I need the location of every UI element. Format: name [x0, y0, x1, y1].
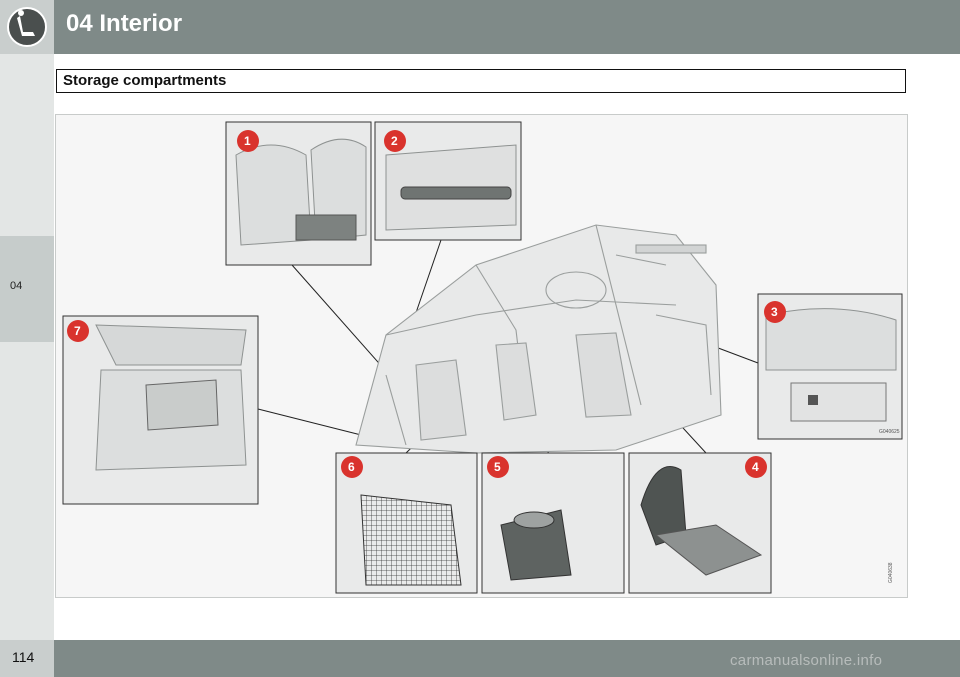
chapter-icon-box — [0, 0, 54, 54]
watermark: carmanualsonline.info — [730, 652, 883, 669]
seat-icon — [7, 7, 47, 47]
left-margin-bar — [0, 54, 54, 640]
callout-1: 1 — [244, 134, 251, 148]
section-title: Storage compartments — [63, 72, 227, 89]
inset-glovebox: 3 G040625 — [757, 293, 903, 440]
page-number: 114 — [12, 649, 35, 665]
chapter-tab-label: 04 — [10, 280, 23, 292]
callout-2: 2 — [391, 134, 398, 148]
illustration: 1 2 3 G040625 4 — [62, 121, 903, 594]
image-code: G040638 — [888, 562, 894, 583]
car-interior-drawing — [355, 224, 722, 454]
inset-cargo-area: 7 — [62, 315, 259, 505]
inset-armrest: 4 — [628, 452, 772, 594]
inset-door-panel: 2 — [374, 121, 522, 241]
inset-code: G040625 — [879, 429, 900, 435]
storage-compartments-figure: 1 2 3 G040625 4 — [55, 114, 908, 598]
inset-net-pocket: 6 — [335, 452, 478, 594]
page-number-box: 114 — [0, 640, 54, 677]
callout-4: 4 — [752, 460, 759, 474]
section-heading-box: Storage compartments — [56, 69, 906, 93]
callout-7: 7 — [74, 324, 81, 338]
inset-cup-holder: 5 — [481, 452, 625, 594]
callout-3: 3 — [771, 305, 778, 319]
footer-band — [0, 640, 960, 677]
chapter-title: 04 Interior — [66, 10, 183, 37]
callout-6: 6 — [348, 460, 355, 474]
callout-5: 5 — [494, 460, 501, 474]
inset-rear-seat: 1 — [225, 121, 372, 266]
header-band — [0, 0, 960, 54]
chapter-tab[interactable]: 04 — [0, 236, 54, 342]
